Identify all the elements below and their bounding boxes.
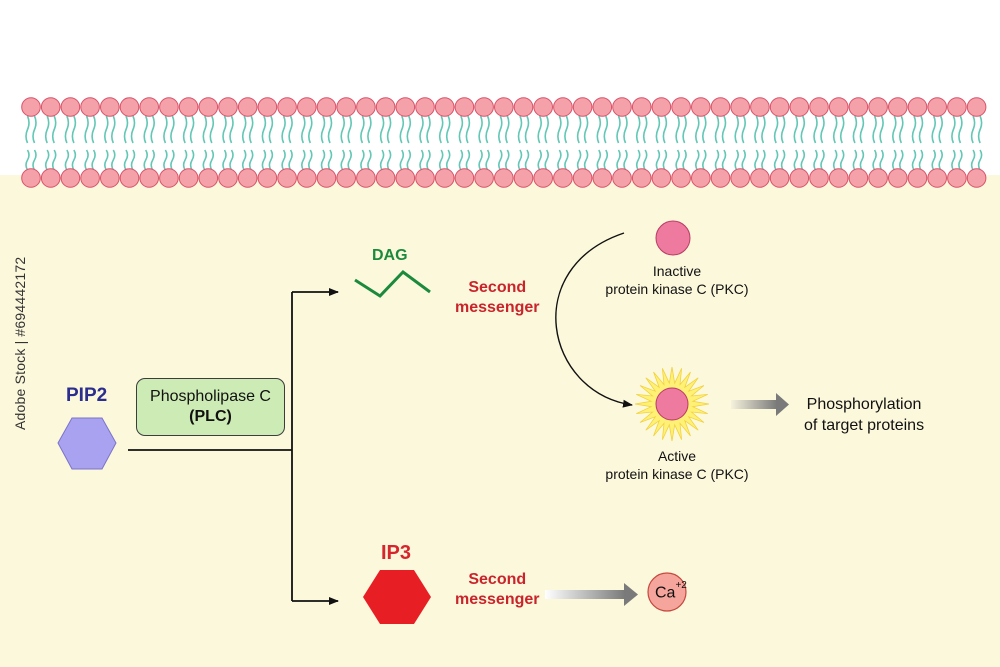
watermark-separator: | — [12, 340, 28, 345]
pip2-label: PIP2 — [66, 385, 108, 406]
active-pkc-label: Active protein kinase C (PKC) — [597, 447, 757, 483]
calcium-label: Ca+2 — [655, 580, 687, 602]
gradient-arrow-icon — [545, 583, 638, 606]
second-messenger-line1: Second — [468, 571, 527, 588]
second-messenger-line2: messenger — [455, 299, 540, 316]
pip2-hexagon-icon — [57, 417, 117, 470]
active-pkc-line2: protein kinase C (PKC) — [605, 466, 749, 482]
dag-label: DAG — [372, 247, 408, 264]
watermark-brand: Adobe Stock — [12, 348, 28, 430]
inactive-pkc-label: Inactive protein kinase C (PKC) — [597, 262, 757, 298]
plc-enzyme-box: Phospholipase C (PLC) — [136, 378, 285, 436]
second-messenger-line1: Second — [468, 279, 527, 296]
inactive-pkc-line1: Inactive — [652, 263, 702, 279]
stock-watermark: Adobe Stock | #694442172 — [12, 253, 28, 430]
second-messenger-line2: messenger — [455, 591, 540, 608]
inactive-pkc-icon — [655, 220, 691, 256]
calcium-ion-icon — [647, 572, 687, 612]
gradient-arrow-icon — [731, 393, 789, 416]
plc-name: Phospholipase C — [150, 388, 271, 405]
watermark-id: #694442172 — [12, 256, 28, 337]
calcium-symbol: Ca — [655, 584, 676, 602]
calcium-charge: +2 — [675, 580, 687, 591]
plc-abbreviation: (PLC) — [189, 408, 232, 425]
dag-zigzag-icon — [354, 270, 431, 298]
phosphorylation-line1: Phosphorylation — [806, 396, 922, 413]
active-pkc-burst-icon — [634, 366, 710, 442]
active-pkc-line1: Active — [657, 448, 697, 464]
ip3-second-messenger-label: Second messenger — [455, 570, 540, 610]
phosphorylation-line2: of target proteins — [804, 417, 925, 434]
ip3-hexagon-icon — [363, 570, 431, 624]
inactive-pkc-line2: protein kinase C (PKC) — [605, 281, 749, 297]
phosphorylation-label: Phosphorylation of target proteins — [804, 394, 924, 436]
ip3-label: IP3 — [381, 542, 412, 564]
lipid-bilayer-icon — [21, 97, 987, 188]
dag-second-messenger-label: Second messenger — [455, 278, 540, 318]
activation-curve-arrow — [555, 232, 633, 408]
